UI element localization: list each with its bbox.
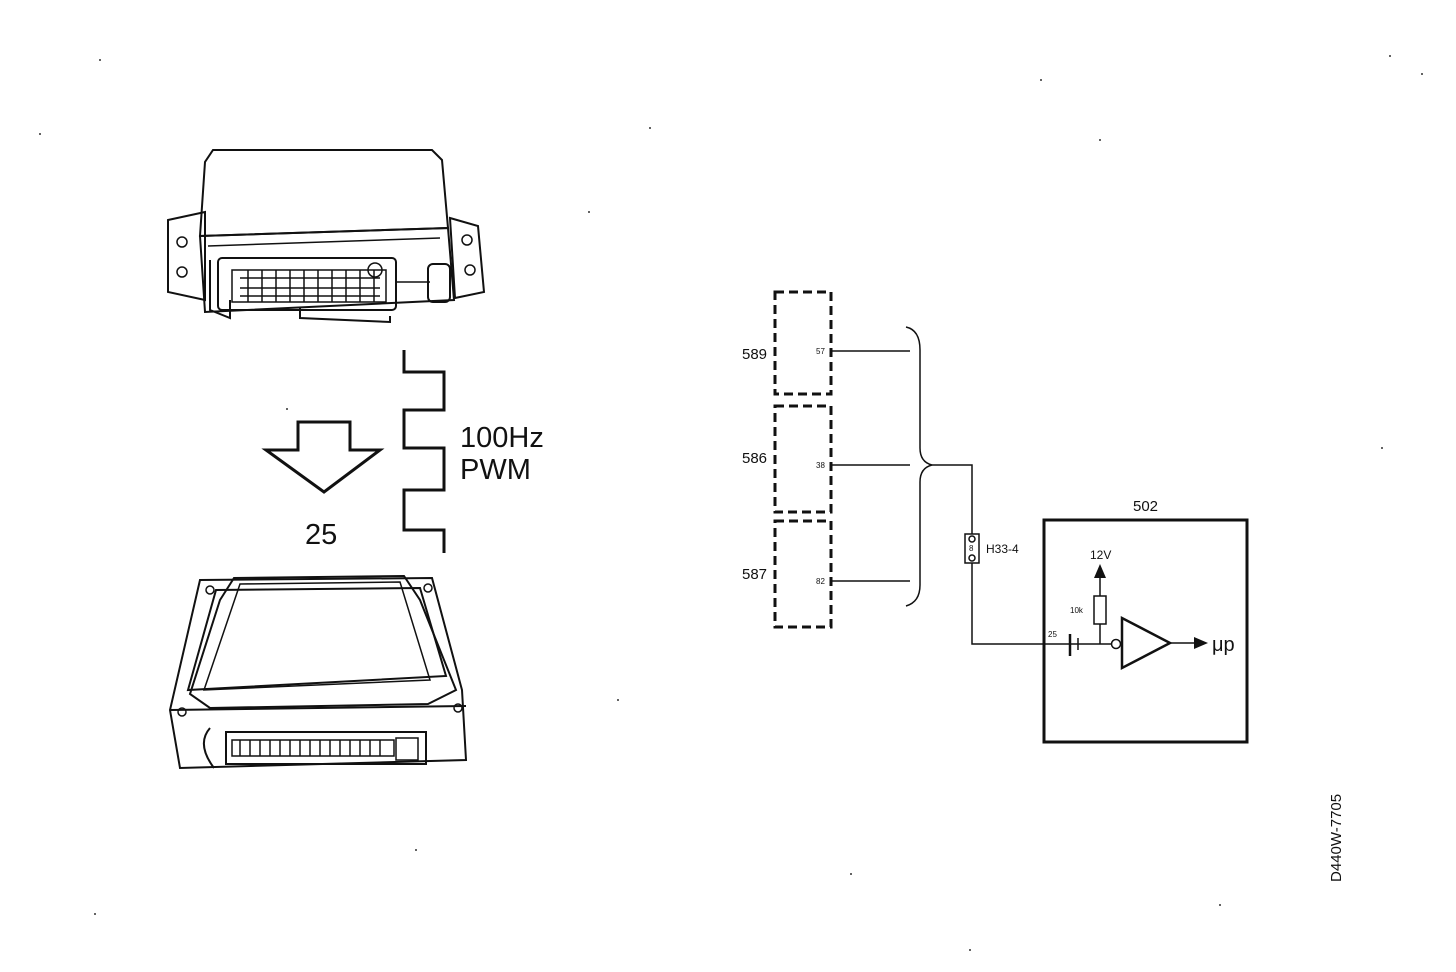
- scan-specks: [39, 55, 1423, 951]
- module-wires: [831, 350, 910, 582]
- connector-pin-label: 8: [969, 544, 974, 553]
- ecu-502-box: [1042, 518, 1249, 744]
- wire-junction-brace: [905, 326, 933, 607]
- connector-label: H33-4: [986, 542, 1019, 556]
- control-unit-bottom-illustration: [168, 574, 468, 770]
- resistor-label: 10k: [1070, 606, 1084, 615]
- module-587-box: [773, 519, 833, 629]
- module-589-box: [773, 290, 833, 396]
- signal-frequency-label: 100Hz: [460, 422, 544, 454]
- pin-number-label: 25: [305, 519, 337, 551]
- signal-type-label: PWM: [460, 454, 531, 486]
- ecu-internal-circuit: [1060, 564, 1208, 671]
- control-unit-top-illustration: [167, 149, 486, 324]
- pwm-square-wave: [402, 350, 446, 553]
- down-arrow-icon: [261, 420, 385, 494]
- module-587-pin: 82: [816, 577, 825, 586]
- module-589-label: 589: [742, 346, 767, 363]
- supply-voltage-label: 12V: [1090, 548, 1111, 562]
- signal-line: [932, 464, 1060, 645]
- module-589-pin: 57: [816, 347, 825, 356]
- figure-code: D440W-7705: [1328, 794, 1345, 882]
- ecu-label: 502: [1133, 498, 1158, 515]
- module-586-pin: 38: [816, 461, 825, 470]
- connector-h33-4: [964, 533, 980, 564]
- module-586-label: 586: [742, 450, 767, 467]
- ecu-input-pin: 25: [1048, 630, 1057, 639]
- module-587-label: 587: [742, 566, 767, 583]
- microprocessor-label: μp: [1212, 634, 1235, 656]
- module-586-box: [773, 404, 833, 514]
